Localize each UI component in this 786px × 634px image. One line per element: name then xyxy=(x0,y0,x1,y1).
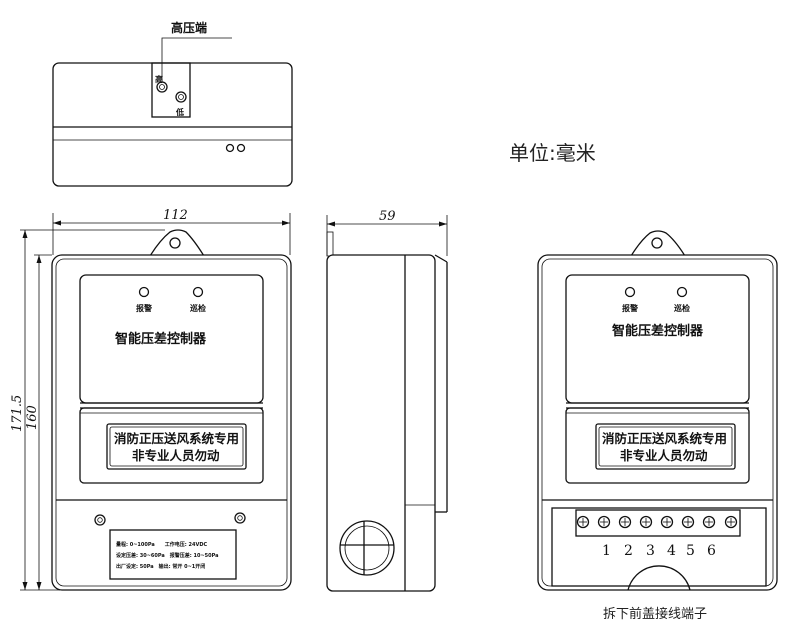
port-low-label: 低 xyxy=(175,107,184,117)
depth-dimension: 59 xyxy=(379,209,396,224)
front-view-cover-removed: 报警 巡检 智能压差控制器 消防正压送风系统专用 非专业人员勿动 1 2 3 4… xyxy=(537,230,778,591)
top-view-body xyxy=(52,62,293,187)
overall-height-dimension: 171.5 xyxy=(10,395,25,432)
terminal-number-3: 3 xyxy=(646,543,655,559)
side-view: 59 xyxy=(326,209,448,592)
width-dimension: 112 xyxy=(163,208,188,223)
warning-line-1: 消防正压送风系统专用 xyxy=(114,431,239,446)
terminal-screw-icon xyxy=(702,515,716,529)
warning-line-2: 非专业人员勿动 xyxy=(132,448,220,463)
body-height-dimension: 160 xyxy=(25,405,40,430)
warning-line-2: 非专业人员勿动 xyxy=(620,448,708,463)
pressure-port-block xyxy=(151,62,191,118)
alarm-indicator-label: 报警 xyxy=(136,303,152,313)
bypass-indicator-label: 巡检 xyxy=(674,303,690,313)
terminal-number-6: 6 xyxy=(707,543,716,559)
spec-row-1: 量程: 0~100Pa 工作电压: 24VDC xyxy=(116,541,207,548)
terminal-screw-icon xyxy=(576,515,590,529)
terminal-number-1: 1 xyxy=(602,543,611,559)
high-pressure-leader xyxy=(161,37,232,82)
terminal-screw-icon xyxy=(660,515,674,529)
terminal-bay xyxy=(551,507,767,587)
hanging-tab xyxy=(629,230,687,257)
terminal-number-2: 2 xyxy=(624,543,633,559)
port-high-label: 高 xyxy=(155,74,163,84)
terminal-screw-icon xyxy=(618,515,632,529)
front-view: 112 171.5 160 报警 巡检 智能压差控制器 消防正压送风系 xyxy=(10,208,292,591)
screw-icon xyxy=(94,514,106,526)
housing xyxy=(51,254,292,591)
warning-label xyxy=(106,423,247,470)
unit-note: 单位:毫米 xyxy=(509,141,596,165)
terminal-screw-icon xyxy=(639,515,653,529)
hanging-tab xyxy=(148,229,206,257)
warning-line-1: 消防正压送风系统专用 xyxy=(602,431,727,446)
warning-label xyxy=(595,423,736,470)
screw-icon xyxy=(236,143,246,153)
screw-icon xyxy=(225,143,235,153)
bypass-indicator-led xyxy=(676,286,688,298)
spec-row-2: 设定压差: 30~60Pa 报警压差: 10~50Pa xyxy=(116,552,219,559)
low-port-nozzle xyxy=(175,91,187,103)
side-housing xyxy=(326,254,436,592)
mounting-hole xyxy=(169,237,181,249)
screw-icon xyxy=(234,512,246,524)
product-name: 智能压差控制器 xyxy=(115,331,207,347)
alarm-indicator-led xyxy=(624,286,636,298)
cable-knockout xyxy=(627,565,691,591)
high-pressure-port-label: 高压端 xyxy=(171,20,207,35)
cable-knockout xyxy=(339,520,395,576)
alarm-indicator-led xyxy=(138,286,150,298)
housing xyxy=(537,254,778,591)
bypass-indicator-led xyxy=(192,286,204,298)
terminal-block xyxy=(575,509,741,537)
top-view: 高压端 高 低 xyxy=(52,20,293,187)
mounting-hole xyxy=(651,237,663,249)
terminal-screw-icon xyxy=(597,515,611,529)
terminal-screw-icon xyxy=(724,515,738,529)
product-name: 智能压差控制器 xyxy=(612,323,704,339)
alarm-indicator-label: 报警 xyxy=(622,303,638,313)
terminal-number-4: 4 xyxy=(667,543,676,559)
terminal-screw-icon xyxy=(681,515,695,529)
spec-row-3: 出厂设定: 50Pa 输出: 常开 0~1开闭 xyxy=(116,563,205,570)
bypass-indicator-label: 巡检 xyxy=(190,303,206,313)
spec-plate xyxy=(109,529,237,580)
terminal-number-5: 5 xyxy=(686,543,695,559)
terminal-caption: 拆下前盖接线端子 xyxy=(603,606,707,622)
